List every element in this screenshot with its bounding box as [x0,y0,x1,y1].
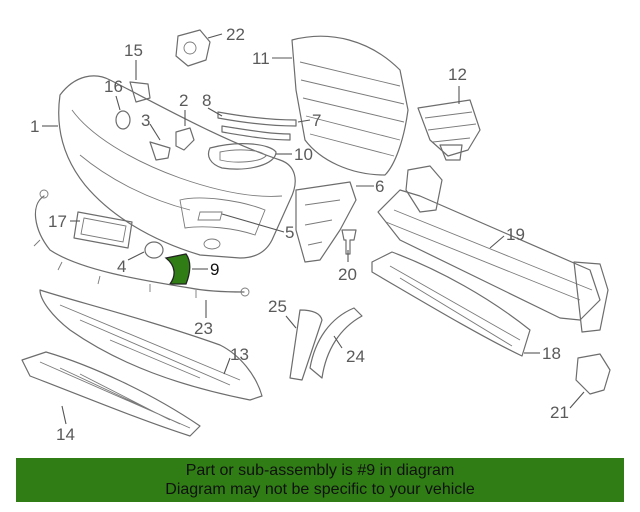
wiring-harness [33,189,250,298]
callout-7: 7 [312,111,321,130]
skid-plate [21,351,201,437]
callout-25: 25 [268,297,287,316]
bumper-cover [58,75,296,259]
fog-lamp-trim [207,143,277,170]
callout-3: 3 [141,111,150,130]
callout-2: 2 [179,91,188,110]
plate-bracket [73,211,133,249]
callout-6: 6 [375,177,384,196]
callout-12: 12 [448,65,467,84]
sensor-bracket [175,29,211,67]
callout-24: 24 [346,347,365,366]
wheel-arch-liners [289,307,363,381]
callout-8: 8 [202,91,211,110]
callout-13: 13 [230,345,249,364]
callout-14: 14 [56,425,75,444]
bolt [341,229,357,255]
callout-1: 1 [30,117,39,136]
small-parts-upper [115,81,195,161]
side-bracket [295,181,357,263]
leader-lines [42,33,585,425]
parts-diagram: 1 2 3 4 5 6 7 8 9 10 11 12 13 14 15 16 1… [21,25,611,444]
callout-22: 22 [226,25,245,44]
callout-17: 17 [48,212,67,231]
lower-cover [39,289,263,401]
callout-4: 4 [117,257,126,276]
callout-9: 9 [210,260,219,279]
callout-19: 19 [506,225,525,244]
callout-labels: 1 2 3 4 5 6 7 8 9 10 11 12 13 14 15 16 1… [30,25,569,444]
callout-15: 15 [124,41,143,60]
tow-hook-cap [144,241,164,259]
callout-5: 5 [285,223,294,242]
callout-20: 20 [338,265,357,284]
callout-18: 18 [542,344,561,363]
callout-10: 10 [294,145,313,164]
reinforcement-beam [377,165,609,333]
banner-line-2: Diagram may not be specific to your vehi… [165,481,475,498]
callout-16: 16 [104,77,123,96]
banner-line-1: Part or sub-assembly is #9 in diagram [185,462,455,479]
highlighted-part-9 [164,253,191,285]
grille [291,35,409,176]
energy-absorber [371,251,531,357]
callout-11: 11 [252,49,270,68]
trim-strips [217,111,297,141]
mount-bracket [575,353,611,395]
info-banner: Part or sub-assembly is #9 in diagram Di… [16,458,624,502]
callout-23: 23 [194,319,213,338]
side-grille [417,99,481,161]
callout-21: 21 [550,403,569,422]
